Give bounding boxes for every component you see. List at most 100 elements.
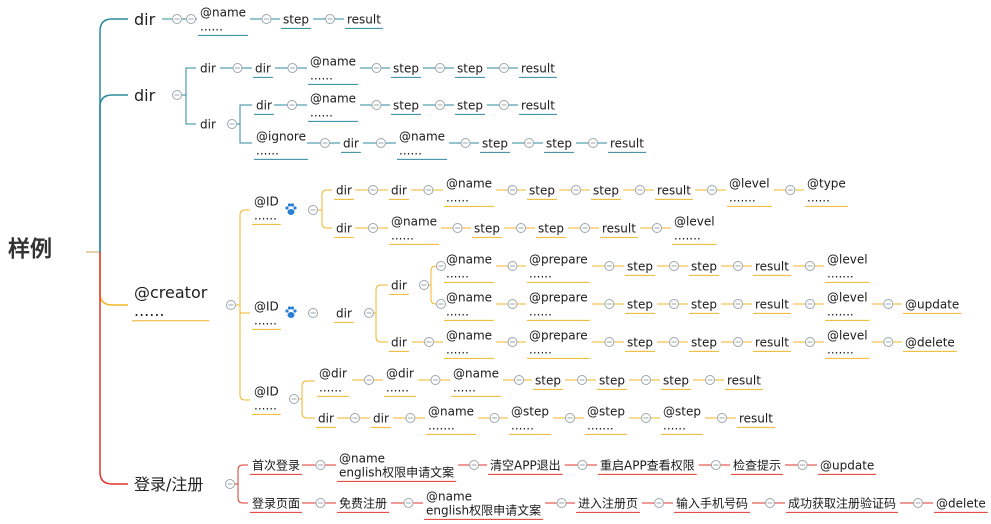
topic-node[interactable]: result	[755, 335, 789, 349]
collapse-toggle-icon[interactable]	[232, 63, 243, 73]
collapse-toggle-icon[interactable]	[523, 138, 534, 148]
topic-node[interactable]: @update	[905, 297, 959, 311]
topic-node[interactable]: dir	[256, 98, 272, 112]
topic-node[interactable]: 登录页面	[252, 495, 300, 510]
topic-node[interactable]: 免费注册	[339, 495, 387, 510]
collapse-toggle-icon[interactable]	[452, 223, 463, 233]
topic-node[interactable]: step	[663, 373, 689, 387]
topic-node[interactable]: step	[529, 183, 555, 197]
topic-node[interactable]: dir	[134, 10, 156, 29]
topic-node[interactable]: @delete	[905, 335, 955, 349]
topic-node[interactable]: 成功获取注册验证码	[788, 495, 896, 510]
topic-node[interactable]: @step.......	[587, 404, 625, 432]
collapse-toggle-icon[interactable]	[226, 300, 236, 310]
topic-node[interactable]: @name......	[446, 328, 492, 356]
collapse-toggle-icon[interactable]	[804, 299, 815, 309]
collapse-toggle-icon[interactable]	[498, 100, 509, 110]
collapse-toggle-icon[interactable]	[460, 138, 471, 148]
topic-node[interactable]: @step......	[511, 404, 549, 432]
topic-node[interactable]: @level.......	[729, 176, 770, 204]
collapse-toggle-icon[interactable]	[883, 337, 894, 347]
collapse-toggle-icon[interactable]	[654, 498, 665, 508]
topic-node[interactable]: step	[482, 136, 508, 150]
topic-node[interactable]: @name......	[399, 129, 445, 157]
topic-node[interactable]: result	[755, 297, 789, 311]
topic-node[interactable]: step	[546, 136, 572, 150]
topic-node[interactable]: result	[521, 61, 555, 75]
collapse-toggle-icon[interactable]	[556, 498, 567, 508]
topic-node[interactable]: @name.......	[428, 404, 474, 432]
collapse-toggle-icon[interactable]	[186, 14, 196, 24]
topic-node[interactable]: dir	[343, 136, 359, 150]
collapse-toggle-icon[interactable]	[364, 375, 374, 385]
collapse-toggle-icon[interactable]	[710, 460, 721, 470]
collapse-toggle-icon[interactable]	[804, 261, 815, 271]
topic-node[interactable]: dir	[373, 411, 389, 425]
collapse-toggle-icon[interactable]	[604, 261, 615, 271]
topic-node[interactable]: dir	[391, 183, 407, 197]
collapse-toggle-icon[interactable]	[324, 14, 335, 24]
topic-node[interactable]: result	[347, 12, 381, 26]
topic-node[interactable]: @update	[820, 458, 874, 472]
collapse-toggle-icon[interactable]	[308, 308, 318, 318]
collapse-toggle-icon[interactable]	[172, 14, 182, 24]
topic-node[interactable]: 重启APP查看权限	[600, 458, 695, 472]
topic-node[interactable]: step	[535, 373, 561, 387]
collapse-toggle-icon[interactable]	[371, 63, 382, 73]
collapse-toggle-icon[interactable]	[913, 498, 924, 508]
topic-node[interactable]: 首次登录	[252, 457, 300, 472]
topic-node[interactable]: step	[393, 61, 419, 75]
topic-node[interactable]: result	[602, 221, 636, 235]
collapse-toggle-icon[interactable]	[804, 337, 815, 347]
topic-node[interactable]: step	[691, 297, 717, 311]
topic-node[interactable]: step	[627, 335, 653, 349]
topic-node[interactable]: step	[627, 297, 653, 311]
collapse-toggle-icon[interactable]	[498, 63, 509, 73]
topic-node[interactable]: @level.......	[674, 214, 715, 242]
topic-node[interactable]: result	[727, 373, 761, 387]
collapse-toggle-icon[interactable]	[668, 261, 679, 271]
topic-node[interactable]: @dir......	[386, 366, 414, 394]
topic-node[interactable]: @name......	[446, 290, 492, 318]
collapse-toggle-icon[interactable]	[507, 337, 518, 347]
topic-node[interactable]: @prepare......	[529, 290, 588, 318]
collapse-toggle-icon[interactable]	[507, 261, 518, 271]
topic-node[interactable]: step	[474, 221, 500, 235]
collapse-toggle-icon[interactable]	[469, 460, 480, 470]
topic-node[interactable]: @name......	[200, 5, 246, 33]
collapse-toggle-icon[interactable]	[371, 100, 382, 110]
topic-node[interactable]: dir	[391, 335, 407, 349]
topic-node[interactable]: 样例	[8, 236, 52, 262]
collapse-toggle-icon[interactable]	[507, 299, 518, 309]
collapse-toggle-icon[interactable]	[732, 299, 743, 309]
collapse-toggle-icon[interactable]	[423, 185, 434, 195]
topic-node[interactable]: result	[739, 411, 773, 425]
topic-node[interactable]: @level.......	[827, 252, 868, 280]
topic-node[interactable]: dir	[200, 117, 216, 131]
collapse-toggle-icon[interactable]	[350, 413, 360, 423]
topic-node[interactable]: @delete	[936, 496, 986, 510]
topic-node[interactable]: dir	[200, 61, 216, 75]
topic-node[interactable]: step	[393, 98, 419, 112]
collapse-toggle-icon[interactable]	[364, 308, 374, 318]
topic-node[interactable]: step	[691, 335, 717, 349]
collapse-toggle-icon[interactable]	[570, 185, 581, 195]
topic-node[interactable]: dir	[134, 86, 156, 105]
collapse-toggle-icon[interactable]	[424, 337, 434, 347]
collapse-toggle-icon[interactable]	[716, 413, 727, 423]
topic-node[interactable]: @name......	[446, 252, 492, 280]
topic-node[interactable]: @ID......	[254, 194, 279, 222]
collapse-toggle-icon[interactable]	[368, 185, 378, 195]
collapse-toggle-icon[interactable]	[489, 413, 500, 423]
topic-node[interactable]: @name......	[310, 91, 356, 119]
collapse-toggle-icon[interactable]	[668, 299, 679, 309]
topic-node[interactable]: @ID......	[254, 299, 279, 327]
topic-node[interactable]: step	[457, 98, 483, 112]
topic-node[interactable]: @ignore......	[256, 129, 306, 157]
collapse-toggle-icon[interactable]	[765, 498, 776, 508]
collapse-toggle-icon[interactable]	[172, 90, 182, 100]
collapse-toggle-icon[interactable]	[436, 299, 446, 309]
collapse-toggle-icon[interactable]	[515, 223, 526, 233]
collapse-toggle-icon[interactable]	[514, 375, 525, 385]
